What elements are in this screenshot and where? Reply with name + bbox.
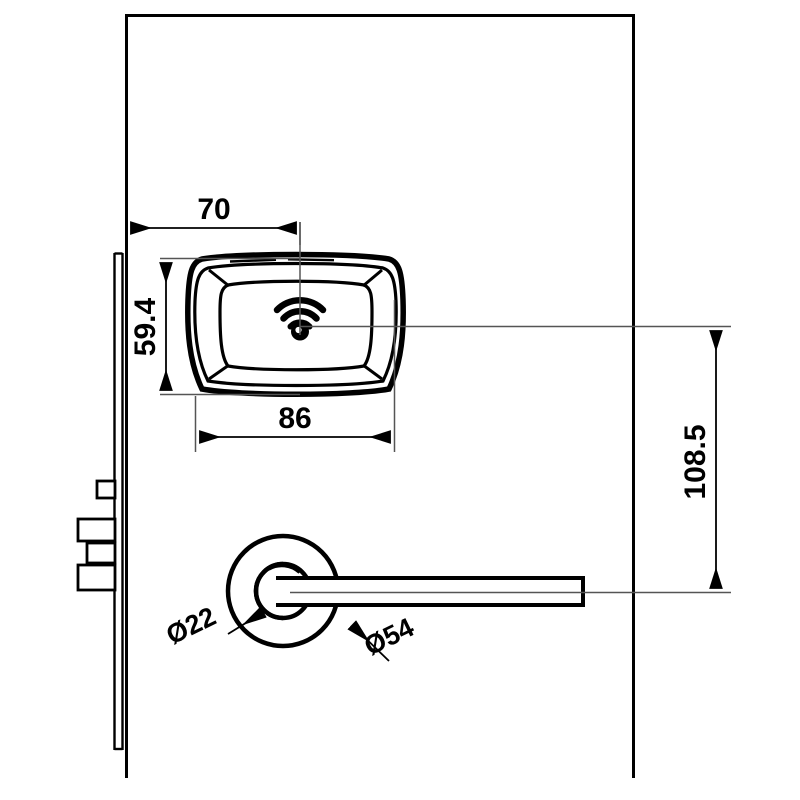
dimension-59-4: 59.4: [129, 257, 300, 396]
lever-handle: [276, 576, 585, 607]
dimension-dia-54-label: Ø54: [359, 612, 418, 661]
mid-bolt: [85, 541, 117, 565]
dimension-dia-22-label: Ø22: [161, 601, 220, 650]
reader-top-seam: [229, 258, 335, 263]
door-panel: [125, 14, 635, 778]
dimension-59-4-label: 59.4: [129, 297, 162, 356]
dimension-70-label: 70: [197, 193, 230, 226]
latch-bolt-group: [76, 479, 117, 592]
leader-dia-54: Ø54: [347, 612, 419, 662]
reader-corner-gussets: [208, 268, 383, 381]
rosette-inner-circle-overlay: [253, 561, 302, 621]
dimension-86-label: 86: [278, 402, 311, 435]
lock-faceplate: [113, 252, 124, 751]
dimension-70: 70: [125, 180, 301, 245]
dimension-86: 86: [194, 300, 396, 452]
dead-bolt: [76, 517, 117, 543]
dimension-108-5: 108.5: [679, 330, 723, 589]
reader-bezel: [193, 261, 398, 388]
auxiliary-bolt: [95, 479, 117, 500]
dimension-108-5-label: 108.5: [679, 424, 712, 499]
latch-bolt: [76, 563, 117, 592]
